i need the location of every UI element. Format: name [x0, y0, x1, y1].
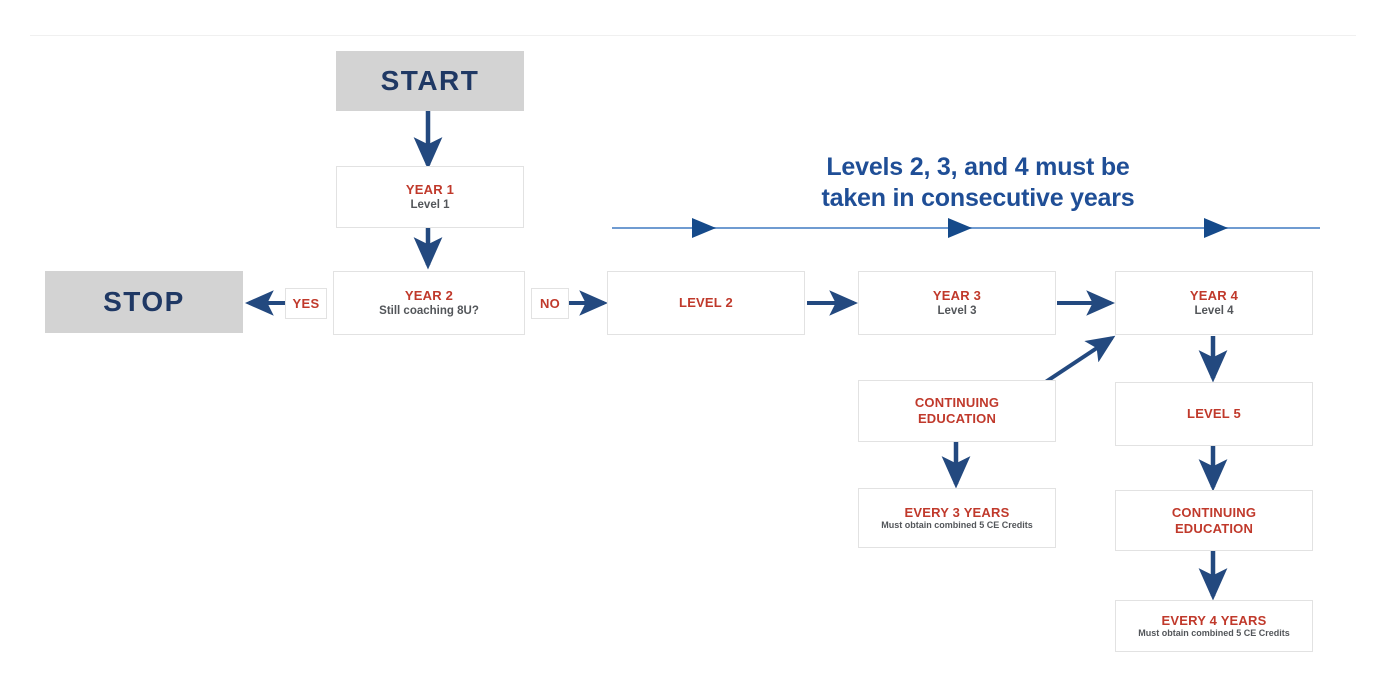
edge-label-yes[interactable]: YES — [285, 288, 327, 319]
top-divider-line — [30, 35, 1356, 36]
node-every4-title: EVERY 4 YEARS — [1161, 612, 1267, 628]
node-every-3-years[interactable]: EVERY 3 YEARS Must obtain combined 5 CE … — [858, 488, 1056, 548]
edge-label-yes-text: YES — [292, 296, 320, 311]
node-year1-sub: Level 1 — [410, 198, 450, 211]
node-year1[interactable]: YEAR 1 Level 1 — [336, 166, 524, 228]
headline-line-1: Levels 2, 3, and 4 must be — [826, 153, 1130, 181]
node-ce-right-line1: CONTINUING — [1171, 504, 1257, 520]
node-year4-sub: Level 4 — [1194, 304, 1234, 317]
node-every4-sub: Must obtain combined 5 CE Credits — [1138, 628, 1290, 639]
node-level5-title: LEVEL 5 — [1187, 406, 1241, 422]
headline-line-2: taken in consecutive years — [821, 183, 1135, 212]
node-year3[interactable]: YEAR 3 Level 3 — [858, 271, 1056, 335]
node-year4[interactable]: YEAR 4 Level 4 — [1115, 271, 1313, 335]
edge-label-no-text: NO — [539, 296, 561, 311]
node-ce-mid-line1: CONTINUING — [914, 395, 1000, 411]
headline-banner: Levels 2, 3, and 4 must be taken in cons… — [728, 152, 1228, 213]
node-year1-title: YEAR 1 — [405, 182, 455, 198]
node-level5[interactable]: LEVEL 5 — [1115, 382, 1313, 446]
node-level2[interactable]: LEVEL 2 — [607, 271, 805, 335]
timeline-arrowhead-1 — [692, 218, 716, 238]
node-every-4-years[interactable]: EVERY 4 YEARS Must obtain combined 5 CE … — [1115, 600, 1313, 652]
node-start-title: START — [380, 64, 480, 96]
node-year4-title: YEAR 4 — [1189, 288, 1239, 304]
timeline-arrowhead-3 — [1204, 218, 1228, 238]
timeline-arrowhead-2 — [948, 218, 972, 238]
node-every3-sub: Must obtain combined 5 CE Credits — [881, 520, 1033, 531]
node-continuing-education-mid[interactable]: CONTINUING EDUCATION — [858, 380, 1056, 442]
node-level2-title: LEVEL 2 — [679, 295, 733, 311]
arrow-ce-year4-bidirectional — [1016, 335, 1116, 408]
node-continuing-education-right[interactable]: CONTINUING EDUCATION — [1115, 490, 1313, 551]
node-year2-title: YEAR 2 — [404, 288, 454, 304]
node-ce-mid-line2: EDUCATION — [917, 411, 997, 426]
node-stop-title: STOP — [103, 285, 185, 317]
node-year3-sub: Level 3 — [937, 304, 977, 317]
node-every3-title: EVERY 3 YEARS — [904, 504, 1010, 520]
node-stop[interactable]: STOP — [45, 271, 243, 333]
node-ce-right-line2: EDUCATION — [1174, 520, 1254, 536]
node-year2[interactable]: YEAR 2 Still coaching 8U? — [333, 271, 525, 335]
edge-label-no[interactable]: NO — [531, 288, 569, 319]
node-year2-sub: Still coaching 8U? — [379, 304, 479, 317]
node-start[interactable]: START — [336, 51, 524, 111]
node-year3-title: YEAR 3 — [932, 288, 982, 304]
